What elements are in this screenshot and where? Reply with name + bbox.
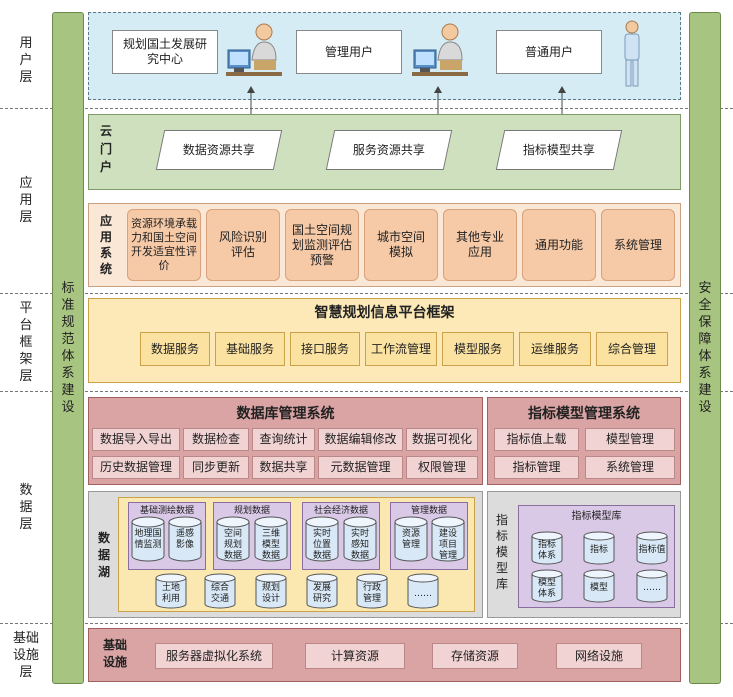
app-item: 城市空间模拟 — [364, 209, 438, 281]
infra-item: 服务器虚拟化系统 — [155, 643, 273, 669]
db-func: 数据导入导出 — [92, 428, 180, 451]
index-lib-label: 指标模型库 — [495, 513, 508, 591]
index-func: 指标管理 — [494, 456, 579, 479]
database-icon: 规划设计 — [255, 573, 287, 609]
portal-data-sharing: 数据资源共享 — [155, 130, 283, 170]
database-icon: 指标体系 — [531, 531, 563, 565]
app-system-label: 应用系统 — [99, 214, 112, 276]
index-func: 系统管理 — [585, 456, 675, 479]
database-icon: 地理国情监测 — [131, 516, 165, 562]
index-lib-title: 指标模型库 — [571, 511, 622, 522]
layer-label-user: 用户层 — [19, 35, 33, 85]
database-icon: 综合交通 — [204, 573, 236, 609]
data-lake-label: 数据湖 — [97, 531, 110, 579]
arrow-up-icon — [434, 86, 442, 116]
database-icon: 实时感知数据 — [343, 516, 377, 562]
index-mgmt-title: 指标模型管理系统 — [528, 406, 640, 422]
infra-item: 存储资源 — [432, 643, 518, 669]
infra-item: 计算资源 — [305, 643, 405, 669]
divider — [0, 108, 733, 109]
database-icon: …… — [636, 569, 668, 603]
database-icon: 模型 — [583, 569, 615, 603]
divider — [0, 623, 733, 624]
db-func: 查询统计 — [252, 428, 315, 451]
user-general: 普通用户 — [496, 30, 602, 74]
platform-item: 模型服务 — [442, 332, 514, 366]
database-icon: 指标 — [583, 531, 615, 565]
platform-item: 数据服务 — [140, 332, 210, 366]
db-func: 数据编辑修改 — [318, 428, 403, 451]
layer-label-platform: 平台框架层 — [19, 300, 33, 384]
database-icon: 遥感影像 — [168, 516, 202, 562]
user-at-computer-icon — [226, 23, 282, 76]
arrow-up-icon — [558, 86, 566, 116]
user-research-center: 规划国土发展研究中心 — [112, 30, 218, 74]
platform-item: 工作流管理 — [365, 332, 437, 366]
database-icon: 建设项目管理 — [431, 516, 465, 562]
database-icon: 行政管理 — [356, 573, 388, 609]
platform-item: 运维服务 — [519, 332, 591, 366]
database-icon: 发展研究 — [306, 573, 338, 609]
portal-index-sharing: 指标模型共享 — [495, 130, 623, 170]
data-group-title: 基础测绘数据 — [139, 506, 194, 516]
divider — [0, 293, 733, 294]
data-group-title: 规划数据 — [233, 506, 270, 516]
arrow-up-icon — [247, 86, 255, 116]
database-icon: 三维模型数据 — [254, 516, 288, 562]
platform-title: 智慧规划信息平台框架 — [314, 305, 455, 321]
app-item: 系统管理 — [601, 209, 675, 281]
database-icon: 资源管理 — [394, 516, 428, 562]
database-icon: 空间规划数据 — [216, 516, 250, 562]
security-bar: 安全保障体系建设 — [689, 12, 721, 684]
platform-item: 基础服务 — [215, 332, 285, 366]
layer-label-data: 数据层 — [19, 482, 33, 532]
db-func: 数据检查 — [183, 428, 249, 451]
app-item: 其他专业应用 — [443, 209, 517, 281]
db-func: 元数据管理 — [318, 456, 403, 479]
layer-label-application: 应用层 — [19, 176, 33, 225]
db-mgmt-title: 数据库管理系统 — [236, 406, 335, 422]
platform-item: 综合管理 — [596, 332, 668, 366]
database-icon: 指标值 — [636, 531, 668, 565]
data-group-title: 管理数据 — [410, 506, 447, 516]
db-func: 历史数据管理 — [92, 456, 180, 479]
infra-label: 基础设施 — [102, 638, 127, 669]
db-func: 权限管理 — [406, 456, 478, 479]
user-at-computer-icon — [412, 23, 468, 76]
app-item: 通用功能 — [522, 209, 596, 281]
database-icon: …… — [407, 573, 439, 609]
database-icon: 模型体系 — [531, 569, 563, 603]
db-func: 数据共享 — [252, 456, 315, 479]
database-icon: 土地利用 — [155, 573, 187, 609]
standing-person-icon — [624, 20, 640, 87]
db-func: 同步更新 — [183, 456, 249, 479]
infra-item: 网络设施 — [556, 643, 642, 669]
database-icon: 实时位置数据 — [305, 516, 339, 562]
index-func: 指标值上载 — [494, 428, 579, 451]
standards-bar: 标准规范体系建设 — [52, 12, 84, 684]
cloud-portal-label: 云门户 — [99, 124, 112, 174]
divider — [0, 391, 733, 392]
platform-item: 接口服务 — [290, 332, 360, 366]
index-func: 模型管理 — [585, 428, 675, 451]
portal-service-sharing: 服务资源共享 — [325, 130, 453, 170]
data-group-title: 社会经济数据 — [313, 506, 368, 516]
app-item: 资源环境承载力和国土空间开发适宜性评价 — [127, 209, 201, 281]
layer-label-infrastructure: 基础设施层 — [12, 630, 39, 680]
db-func: 数据可视化 — [406, 428, 478, 451]
user-admin: 管理用户 — [296, 30, 402, 74]
app-item: 风险识别评估 — [206, 209, 280, 281]
app-item: 国土空间规划监测评估预警 — [285, 209, 359, 281]
